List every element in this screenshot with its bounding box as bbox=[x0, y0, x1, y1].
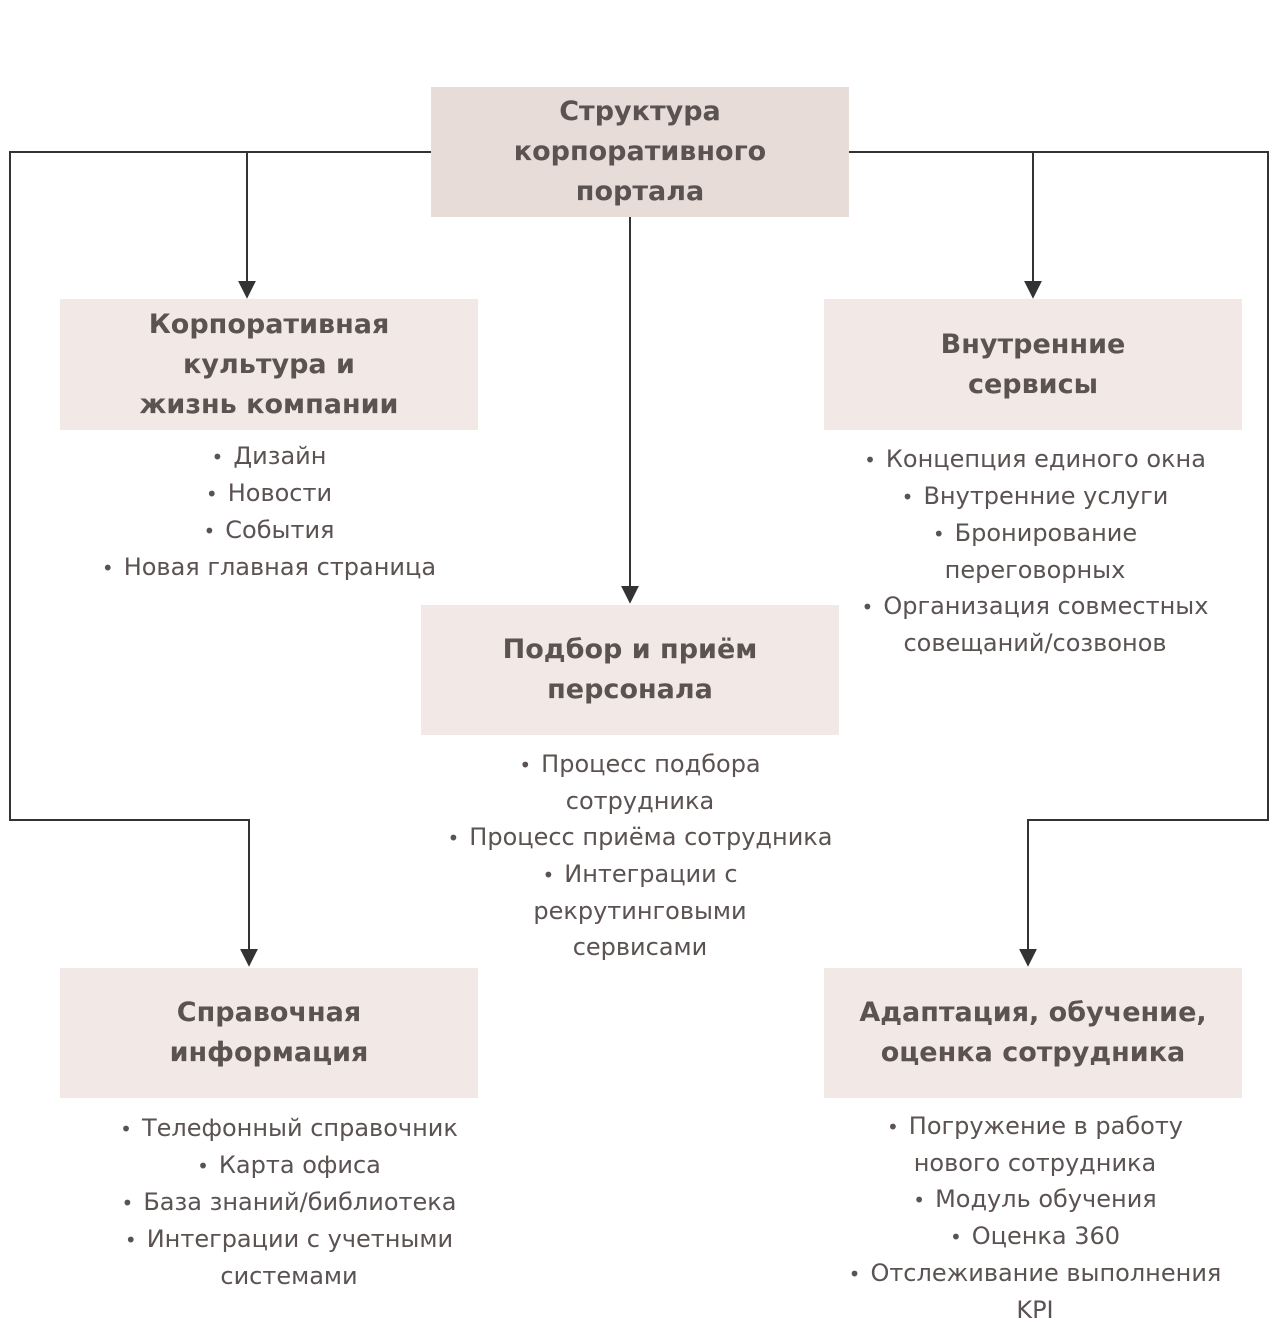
services-item: • Концепция единого окна bbox=[800, 441, 1270, 478]
services-item-text: Внутренние услуги bbox=[923, 482, 1169, 510]
adaptation-item-text: Модуль обучения bbox=[935, 1185, 1157, 1213]
adaptation-item: • Модуль обучения bbox=[800, 1181, 1270, 1218]
recruiting-list: • Процесс подбора сотрудника • Процесс приё… bbox=[405, 746, 875, 965]
culture-item: • Новая главная страница bbox=[40, 549, 498, 586]
services-title-line: сервисы bbox=[967, 368, 1099, 400]
culture-item: • События bbox=[40, 512, 498, 549]
recruiting-item: • Интеграции с рекрутинговыми сервисами bbox=[405, 856, 875, 965]
reference-item: • База знаний/библиотека bbox=[50, 1184, 528, 1221]
bullet-icon: • bbox=[542, 863, 555, 887]
recruiting-title-line: персонала bbox=[547, 674, 713, 705]
adaptation-item-text: Отслеживание выполнения bbox=[870, 1259, 1222, 1287]
recruiting-title-line: Подбор и приём bbox=[502, 634, 758, 665]
adaptation-item-text: Оценка 360 bbox=[971, 1222, 1121, 1250]
bullet-icon: • bbox=[203, 519, 216, 543]
services-item-text: Концепция единого окна bbox=[885, 445, 1206, 473]
recruiting-item-text: сервисами bbox=[572, 933, 708, 961]
culture-item: • Новости bbox=[40, 475, 498, 512]
bullet-icon: • bbox=[913, 1188, 926, 1212]
reference-title-line: Справочная bbox=[176, 997, 362, 1028]
recruiting-item-text: рекрутинговыми bbox=[533, 897, 747, 925]
bullet-icon: • bbox=[519, 753, 532, 777]
connector-root-to-adaptation bbox=[849, 151, 1269, 967]
services-item: • Внутренние услуги bbox=[800, 478, 1270, 515]
bullet-icon: • bbox=[121, 1191, 134, 1215]
services-item: • Организация совместных совещаний/созвоно… bbox=[800, 588, 1270, 661]
services-item-text: Организация совместных bbox=[883, 592, 1209, 620]
adaptation-item: • Оценка 360 bbox=[800, 1218, 1270, 1255]
adaptation-item-text: нового сотрудника bbox=[913, 1149, 1157, 1177]
reference-item-text: системами bbox=[220, 1262, 358, 1290]
root-title-line: корпоративного bbox=[513, 136, 767, 167]
services-list: • Концепция единого окна • Внутренние услу… bbox=[800, 441, 1270, 661]
recruiting-item-text: Процесс приёма сотрудника bbox=[469, 823, 833, 851]
bullet-icon: • bbox=[101, 556, 114, 580]
adaptation-item-text: Погружение в работу bbox=[908, 1112, 1184, 1140]
services-item-text: Бронирование bbox=[954, 519, 1138, 547]
root-title-line: портала bbox=[575, 176, 705, 207]
recruiting-item-text: Интеграции с bbox=[564, 860, 738, 888]
culture-title-line: Корпоративная bbox=[148, 308, 390, 340]
recruiting-box: Подбор и приём персонала bbox=[421, 605, 839, 735]
services-item-text: совещаний/созвонов bbox=[903, 629, 1167, 657]
services-title-line: Внутренние bbox=[940, 328, 1126, 360]
culture-list: •Дизайн •Новости •События •Новая главная… bbox=[40, 438, 498, 586]
bullet-icon: • bbox=[901, 485, 914, 509]
culture-box: Корпоративная культура и жизнь компании bbox=[60, 299, 478, 430]
adaptation-list: • Погружение в работу нового сотрудника • М… bbox=[800, 1108, 1270, 1328]
culture-title-line: жизнь компании bbox=[139, 388, 399, 420]
culture-item-text: Дизайн bbox=[233, 442, 327, 470]
services-box: Внутренние сервисы bbox=[824, 299, 1242, 430]
adaptation-item-text: KPI bbox=[1016, 1296, 1054, 1324]
bullet-icon: • bbox=[949, 1225, 962, 1249]
reference-list: •Телефонный справочник •Карта офиса •Баз… bbox=[50, 1110, 528, 1294]
reference-item: • Интеграции с учетными системами bbox=[50, 1221, 528, 1294]
recruiting-item-text: Процесс подбора bbox=[541, 750, 761, 778]
reference-item: • Телефонный справочник bbox=[50, 1110, 528, 1147]
reference-item-text: Карта офиса bbox=[218, 1151, 381, 1179]
connector-root-to-reference bbox=[9, 151, 431, 967]
bullet-icon: • bbox=[886, 1115, 899, 1139]
bullet-icon: • bbox=[124, 1228, 137, 1252]
bullet-icon: • bbox=[932, 522, 945, 546]
culture-item: • Дизайн bbox=[40, 438, 498, 475]
recruiting-item-text: сотрудника bbox=[565, 787, 715, 815]
connector-root-to-services bbox=[849, 151, 1042, 299]
bullet-icon: • bbox=[861, 595, 874, 619]
culture-item-text: Новости bbox=[227, 479, 333, 507]
adaptation-item: • Погружение в работу нового сотрудника bbox=[800, 1108, 1270, 1181]
bullet-icon: • bbox=[864, 448, 876, 472]
connector-root-to-culture bbox=[238, 151, 431, 299]
bullet-icon: • bbox=[848, 1262, 861, 1286]
reference-box: Справочная информация bbox=[60, 968, 478, 1098]
recruiting-item: • Процесс приёма сотрудника bbox=[405, 819, 875, 856]
adaptation-title-line: Адаптация, обучение, bbox=[859, 997, 1207, 1028]
reference-item-text: База знаний/библиотека bbox=[143, 1188, 457, 1216]
services-item-text: переговорных bbox=[944, 556, 1126, 584]
reference-title-line: информация bbox=[169, 1037, 369, 1068]
services-item: • Бронирование переговорных bbox=[800, 515, 1270, 588]
reference-item-text: Интеграции с учетными bbox=[146, 1225, 454, 1253]
reference-item-text: Телефонный справочник bbox=[141, 1114, 458, 1142]
bullet-icon: • bbox=[197, 1154, 209, 1178]
adaptation-box: Адаптация, обучение, оценка сотрудника bbox=[824, 968, 1242, 1098]
culture-item-text: События bbox=[225, 516, 335, 544]
bullet-icon: • bbox=[211, 445, 224, 469]
root-box: Структура корпоративного портала bbox=[431, 87, 849, 217]
adaptation-title-line: оценка сотрудника bbox=[880, 1037, 1186, 1068]
bullet-icon: • bbox=[205, 482, 218, 506]
bullet-icon: • bbox=[447, 826, 460, 850]
recruiting-item: • Процесс подбора сотрудника bbox=[405, 746, 875, 819]
bullet-icon: • bbox=[120, 1117, 132, 1141]
culture-title-line: культура и bbox=[183, 348, 355, 380]
culture-item-text: Новая главная страница bbox=[123, 553, 437, 581]
reference-item: • Карта офиса bbox=[50, 1147, 528, 1184]
root-title-line: Структура bbox=[559, 96, 721, 127]
